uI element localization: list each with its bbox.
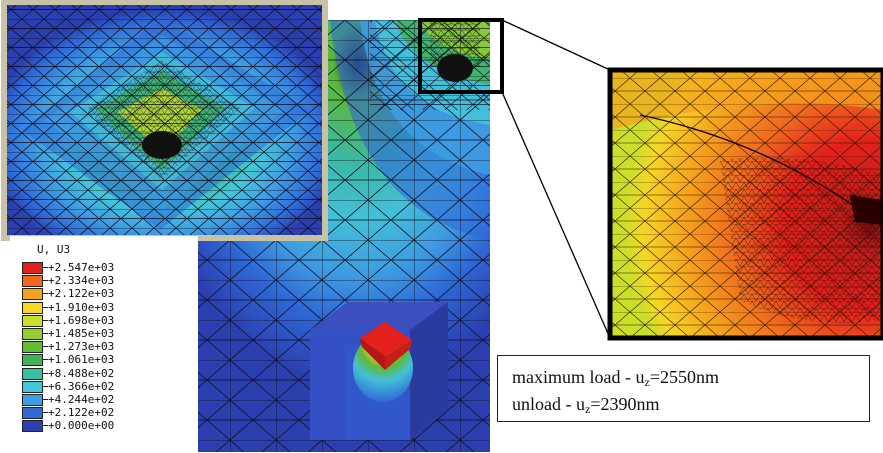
legend-label: +1.698e+03 [48, 313, 115, 327]
max-load-sub: z [644, 375, 650, 389]
unload-value: =2390nm [590, 394, 660, 414]
legend-label: +2.547e+03 [48, 261, 115, 274]
zoomed-view [607, 67, 883, 341]
legend-entry: +1.910e+03 [22, 301, 222, 314]
legend-label: +2.122e+02 [48, 406, 115, 420]
legend-entry: +1.485e+03 [22, 327, 222, 340]
legend-label: +4.244e+02 [48, 393, 115, 406]
legend-tick [43, 346, 48, 348]
legend-tick [43, 412, 48, 414]
legend-swatch [22, 262, 43, 274]
legend-label: +2.122e+03 [48, 287, 115, 301]
legend-tick [43, 333, 48, 334]
legend-label: +0.000e+00 [48, 419, 115, 433]
legend-tick [43, 319, 48, 321]
legend-swatch [22, 367, 43, 380]
legend-entry: +4.244e+02 [22, 393, 222, 406]
unload-line: unload - uz=2390nm [512, 393, 869, 420]
legend-entry: +1.061e+03 [22, 353, 222, 367]
legend-tick [43, 306, 48, 308]
legend-swatch [22, 420, 43, 433]
zoom-selection-box [418, 18, 504, 94]
legend-swatch [22, 354, 43, 367]
legend-label: +1.910e+03 [48, 300, 115, 314]
max-load-line: maximum load - uz=2550nm [512, 366, 869, 393]
legend-swatch [22, 314, 43, 327]
legend-tick [43, 385, 48, 387]
legend-entry: +1.698e+03 [22, 314, 222, 327]
legend-entry: +6.366e+02 [22, 380, 222, 393]
legend-swatch [22, 341, 43, 354]
legend-label: +6.366e+02 [48, 379, 115, 393]
unload-prefix: unload - u [512, 394, 585, 414]
legend-title: U, U3 [37, 243, 71, 256]
legend-entry: +2.547e+03 [22, 261, 222, 274]
legend-label: +1.485e+03 [48, 327, 115, 340]
legend-swatch [22, 394, 43, 406]
legend-label: +1.273e+03 [48, 340, 115, 354]
legend-tick [43, 359, 48, 361]
unload-sub: z [584, 402, 591, 416]
legend-entry: +2.122e+03 [22, 287, 222, 301]
max-load-prefix: maximum load - u [512, 367, 645, 387]
legend-swatch [22, 380, 43, 393]
legend-swatch [22, 328, 43, 340]
indenter-cube [310, 302, 448, 440]
legend-swatch [22, 301, 43, 314]
max-load-value: =2550nm [649, 367, 719, 387]
legend-tick [43, 399, 48, 400]
legend-entry: +8.488e+02 [22, 367, 222, 380]
legend-swatch [22, 275, 43, 288]
zoom-connector-bottom [501, 91, 611, 339]
legend-label: +1.061e+03 [48, 353, 115, 367]
legend-swatch [22, 288, 43, 301]
legend-entry: +0.000e+00 [22, 419, 222, 433]
legend-tick [43, 293, 48, 295]
legend-entry: +1.273e+03 [22, 340, 222, 354]
zoom-connector-top [501, 19, 611, 71]
legend-label: +2.334e+03 [48, 274, 115, 288]
info-box: maximum load - uz=2550nm unload - uz=239… [497, 355, 870, 422]
legend-tick [43, 267, 48, 268]
legend-tick [43, 425, 48, 427]
legend-label: +8.488e+02 [48, 366, 115, 380]
legend-tick [43, 280, 48, 282]
legend-tick [43, 372, 48, 374]
inset-top-view [1, 0, 328, 241]
legend-swatch [22, 407, 43, 420]
legend-entry: +2.334e+03 [22, 274, 222, 288]
legend-entry: +2.122e+02 [22, 406, 222, 420]
